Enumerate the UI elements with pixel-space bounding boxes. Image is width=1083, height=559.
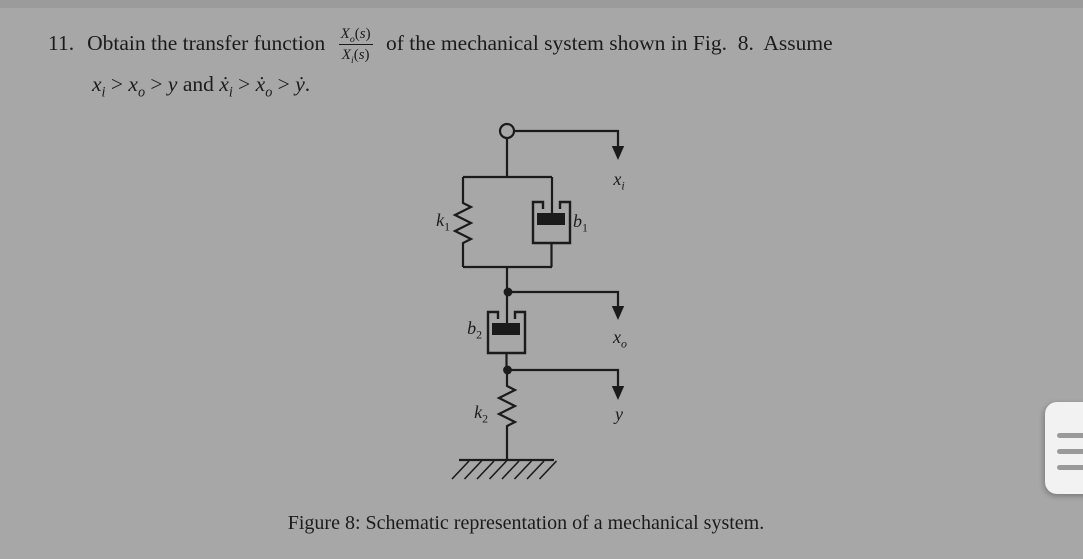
spring-k1 bbox=[452, 177, 474, 267]
drawer-handle-bar bbox=[1057, 433, 1083, 438]
ground bbox=[451, 458, 558, 480]
xo-arrowhead bbox=[611, 306, 625, 320]
transfer-function-fraction: Xo(s) Xi(s) bbox=[338, 25, 373, 66]
xi-arrowhead bbox=[611, 146, 625, 160]
label-b1: b1 bbox=[573, 211, 588, 235]
node-xo-dot bbox=[503, 287, 513, 297]
problem-tail-text: of the mechanical system shown in Fig. 8… bbox=[380, 31, 833, 56]
damper-b2 bbox=[486, 292, 527, 370]
label-xi: xi bbox=[613, 169, 625, 193]
fraction-denominator: Xi(s) bbox=[341, 47, 370, 66]
damper-b1 bbox=[531, 177, 572, 267]
mechanical-system-diagram bbox=[451, 122, 625, 480]
node-y-dot bbox=[503, 365, 512, 375]
drawer-handle[interactable] bbox=[1045, 402, 1083, 494]
figure-caption: Figure 8: Schematic representation of a … bbox=[287, 512, 765, 534]
label-b2: b2 bbox=[467, 318, 482, 342]
xo-arrow-shaft bbox=[508, 290, 620, 307]
label-y: y bbox=[615, 404, 623, 424]
fraction-numerator: Xo(s) bbox=[338, 26, 373, 45]
xi-arrow-shaft bbox=[514, 129, 620, 147]
top-edge-strip bbox=[0, 0, 1083, 8]
label-k1: k1 bbox=[436, 210, 450, 234]
input-terminal-circle bbox=[498, 122, 516, 140]
y-arrowhead bbox=[611, 386, 625, 400]
drawer-handle-bar bbox=[1057, 449, 1083, 454]
drawer-handle-bar bbox=[1057, 465, 1083, 470]
problem-number: 11. bbox=[48, 31, 75, 56]
problem-line-1: 11. Obtain the transfer function Xo(s) X… bbox=[48, 24, 1053, 66]
label-xo: xo bbox=[613, 327, 627, 351]
label-k2: k2 bbox=[474, 402, 488, 426]
problem-assumption: xi > xo > y and ẋi > ẋo > ẏ. bbox=[92, 72, 311, 101]
problem-lead-text: Obtain the transfer function bbox=[87, 31, 331, 56]
y-arrow-shaft bbox=[508, 368, 620, 387]
problem-statement: 11. Obtain the transfer function Xo(s) X… bbox=[48, 24, 1053, 101]
spring-k2 bbox=[496, 370, 518, 460]
